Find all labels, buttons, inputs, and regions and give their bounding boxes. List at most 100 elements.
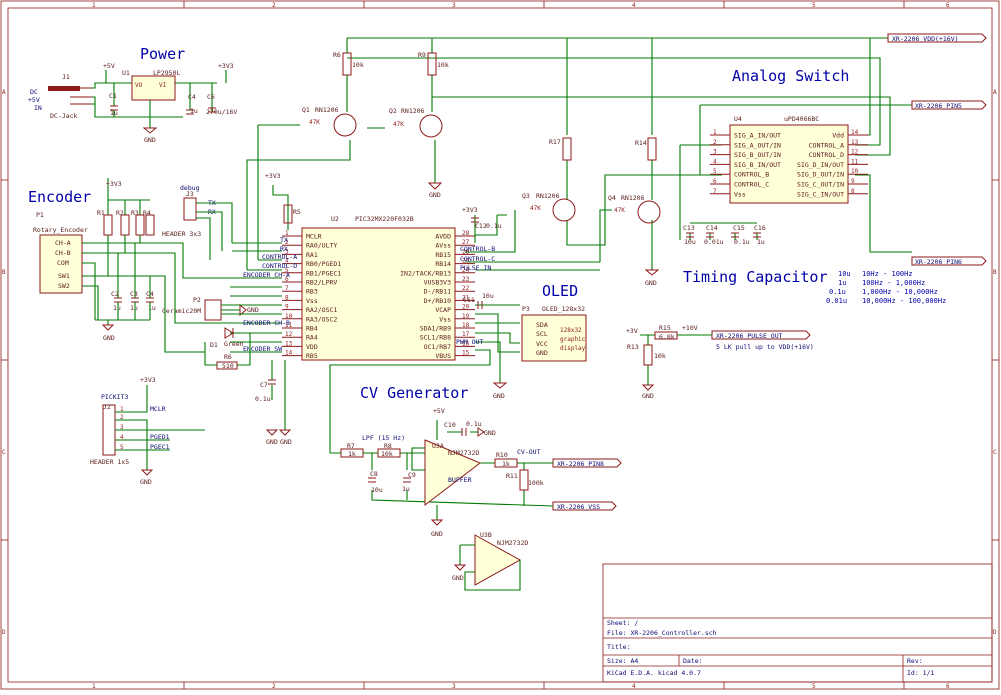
u1-value: LP2950L bbox=[153, 69, 180, 77]
c2-value: 1u bbox=[113, 304, 121, 312]
u4-left-pin-number: 3 bbox=[713, 149, 717, 156]
u2-left-pin-label: VDD bbox=[306, 343, 318, 351]
r13-ref: R13 bbox=[627, 343, 639, 351]
u2-right-pin-label: RB15 bbox=[435, 251, 451, 259]
encoder-pin-sw2: SW2 bbox=[58, 282, 70, 290]
r14-ref: R14 bbox=[635, 139, 647, 147]
r15-resistor bbox=[654, 331, 678, 340]
debug-label: debug bbox=[180, 184, 200, 192]
u3b-ref: U3B bbox=[480, 531, 492, 539]
c7-value: 0.1u bbox=[255, 395, 271, 403]
d1-value: Green bbox=[224, 340, 244, 348]
u2-left-pin-number: 6 bbox=[285, 276, 289, 283]
c11-symbol bbox=[477, 301, 483, 309]
timing-capacitors: C13 10u C14 0.01u C15 0.1u C16 1u bbox=[683, 224, 766, 246]
u2-right-pin-label: VBUS bbox=[435, 352, 451, 360]
u4-right-pin-label: SIG_C_IN/OUT bbox=[797, 190, 844, 198]
u2-left-pin-label: RA3/OSC2 bbox=[306, 315, 337, 323]
u2-left-pin-number: 10 bbox=[285, 313, 293, 320]
r10-value: 1k bbox=[502, 460, 510, 468]
border-row-c-right: C bbox=[993, 449, 997, 456]
u3b-value: NJM2732D bbox=[497, 539, 528, 547]
r11-ref: R11 bbox=[506, 472, 518, 480]
u4-left-pin-number: 2 bbox=[713, 139, 717, 146]
border-col-6: 6 bbox=[946, 2, 950, 9]
tb-file: File: XR-2206_Controller.sch bbox=[607, 629, 717, 637]
c11-value: 10u bbox=[482, 292, 494, 300]
net-rx: RX bbox=[280, 245, 288, 253]
u2-left-pin-label: RB0/PGED1 bbox=[306, 260, 341, 268]
pickit-mclr: MCLR bbox=[150, 405, 166, 413]
pickit-header: PICKIT3 J2 HEADER 1x5 1 2 3 4 5 MCLR PGE… bbox=[90, 376, 205, 486]
gnd-symbol-u1 bbox=[142, 127, 158, 134]
u2-left-pin-number: 11 bbox=[285, 322, 293, 329]
u2-left-pin-number: 8 bbox=[285, 294, 289, 301]
c1-ref: C1 bbox=[109, 92, 117, 100]
oled-body-1: 128x32 bbox=[560, 327, 582, 334]
heading-analog-switch: Analog Switch bbox=[732, 67, 849, 85]
u2-right-pin-number: 23 bbox=[462, 276, 470, 283]
oled-body-3: display bbox=[560, 345, 586, 352]
gnd-symbol-pulse bbox=[641, 384, 655, 391]
tb-title: Title: bbox=[607, 643, 630, 651]
r7-value: 1k bbox=[348, 450, 356, 458]
r14-resistor bbox=[647, 137, 657, 161]
r4-resistor bbox=[145, 214, 155, 236]
led-wires bbox=[204, 332, 282, 366]
q1-r47k: 47K bbox=[309, 119, 320, 126]
c7-ref: C7 bbox=[260, 381, 268, 389]
c15-ref: C15 bbox=[733, 224, 745, 232]
net-control-b: CONTROL-B bbox=[460, 245, 495, 253]
j2-body bbox=[102, 404, 116, 456]
r2-resistor bbox=[120, 214, 130, 236]
c9-symbol bbox=[403, 477, 411, 483]
q2-ref: Q2 bbox=[389, 107, 397, 115]
net-control-d: CONTROL-D bbox=[262, 262, 297, 270]
u2-right-pin-label: AVDD bbox=[435, 233, 451, 241]
r7-ref: R7 bbox=[347, 442, 355, 450]
r8-value: 10k bbox=[381, 450, 393, 458]
u2-left-pin-number: 9 bbox=[285, 304, 289, 311]
u2-right-pin-label: SCL1/RB8 bbox=[420, 334, 451, 342]
dc-label: DC bbox=[30, 88, 38, 96]
u4-right-pin-label: Vdd bbox=[832, 132, 844, 140]
encoder-pin-cha: CH-A bbox=[55, 239, 71, 247]
dc-jack-pins bbox=[70, 87, 92, 105]
port-vss bbox=[552, 501, 617, 511]
u2-right-pin-number: 21 bbox=[462, 294, 470, 301]
dc-jack-symbol bbox=[48, 86, 80, 91]
c4-ref: C4 bbox=[188, 93, 196, 101]
q2-transistor bbox=[419, 114, 443, 138]
q4-ref: Q4 bbox=[608, 194, 616, 202]
vdd-drops bbox=[346, 38, 871, 200]
oled-pin-sda: SDA bbox=[536, 321, 548, 329]
analog-switch-u4: U4 uPD4066BC SIG_A_IN/OUT1SIG_A_OUT/IN2S… bbox=[710, 115, 868, 204]
transistor-wires-right bbox=[465, 174, 722, 270]
heading-cv-generator: CV Generator bbox=[360, 384, 468, 402]
c13-ref: C13 bbox=[683, 224, 695, 232]
q4-transistor bbox=[637, 200, 661, 224]
c15-value: 0.1u bbox=[734, 238, 750, 246]
cv-out-label: CV-OUT bbox=[517, 448, 541, 456]
r1-resistor bbox=[103, 214, 113, 236]
u3b-wires bbox=[459, 544, 521, 591]
u2-right-pin-label: SDA1/RB9 bbox=[420, 325, 451, 333]
p2-value: Ceramic20M bbox=[162, 307, 201, 315]
p2-wires bbox=[221, 304, 282, 315]
u2-body bbox=[301, 227, 456, 361]
u2-left-pin-number: 13 bbox=[285, 340, 293, 347]
gnd-symbol-encoder bbox=[101, 324, 115, 331]
c8-value: 10u bbox=[371, 486, 383, 494]
net-encoder-sw: ENCODER SW bbox=[243, 345, 282, 353]
transistors: R6 10k R9 10k R17 R14 Q1 RN1206 47K Q2 R… bbox=[302, 51, 661, 287]
gnd-symbol-q4 bbox=[644, 269, 660, 276]
u4-value: uPD4066BC bbox=[784, 115, 819, 123]
cv-buffer-label: BUFFER bbox=[448, 476, 472, 484]
port-pin6 bbox=[911, 256, 987, 266]
u4-right-pin-number: 10 bbox=[851, 168, 859, 175]
border-col-6-bottom: 6 bbox=[946, 683, 950, 690]
u2-right-pin-number: 16 bbox=[462, 340, 470, 347]
top-wiring bbox=[246, 37, 912, 270]
c10-ref: C10 bbox=[444, 421, 456, 429]
